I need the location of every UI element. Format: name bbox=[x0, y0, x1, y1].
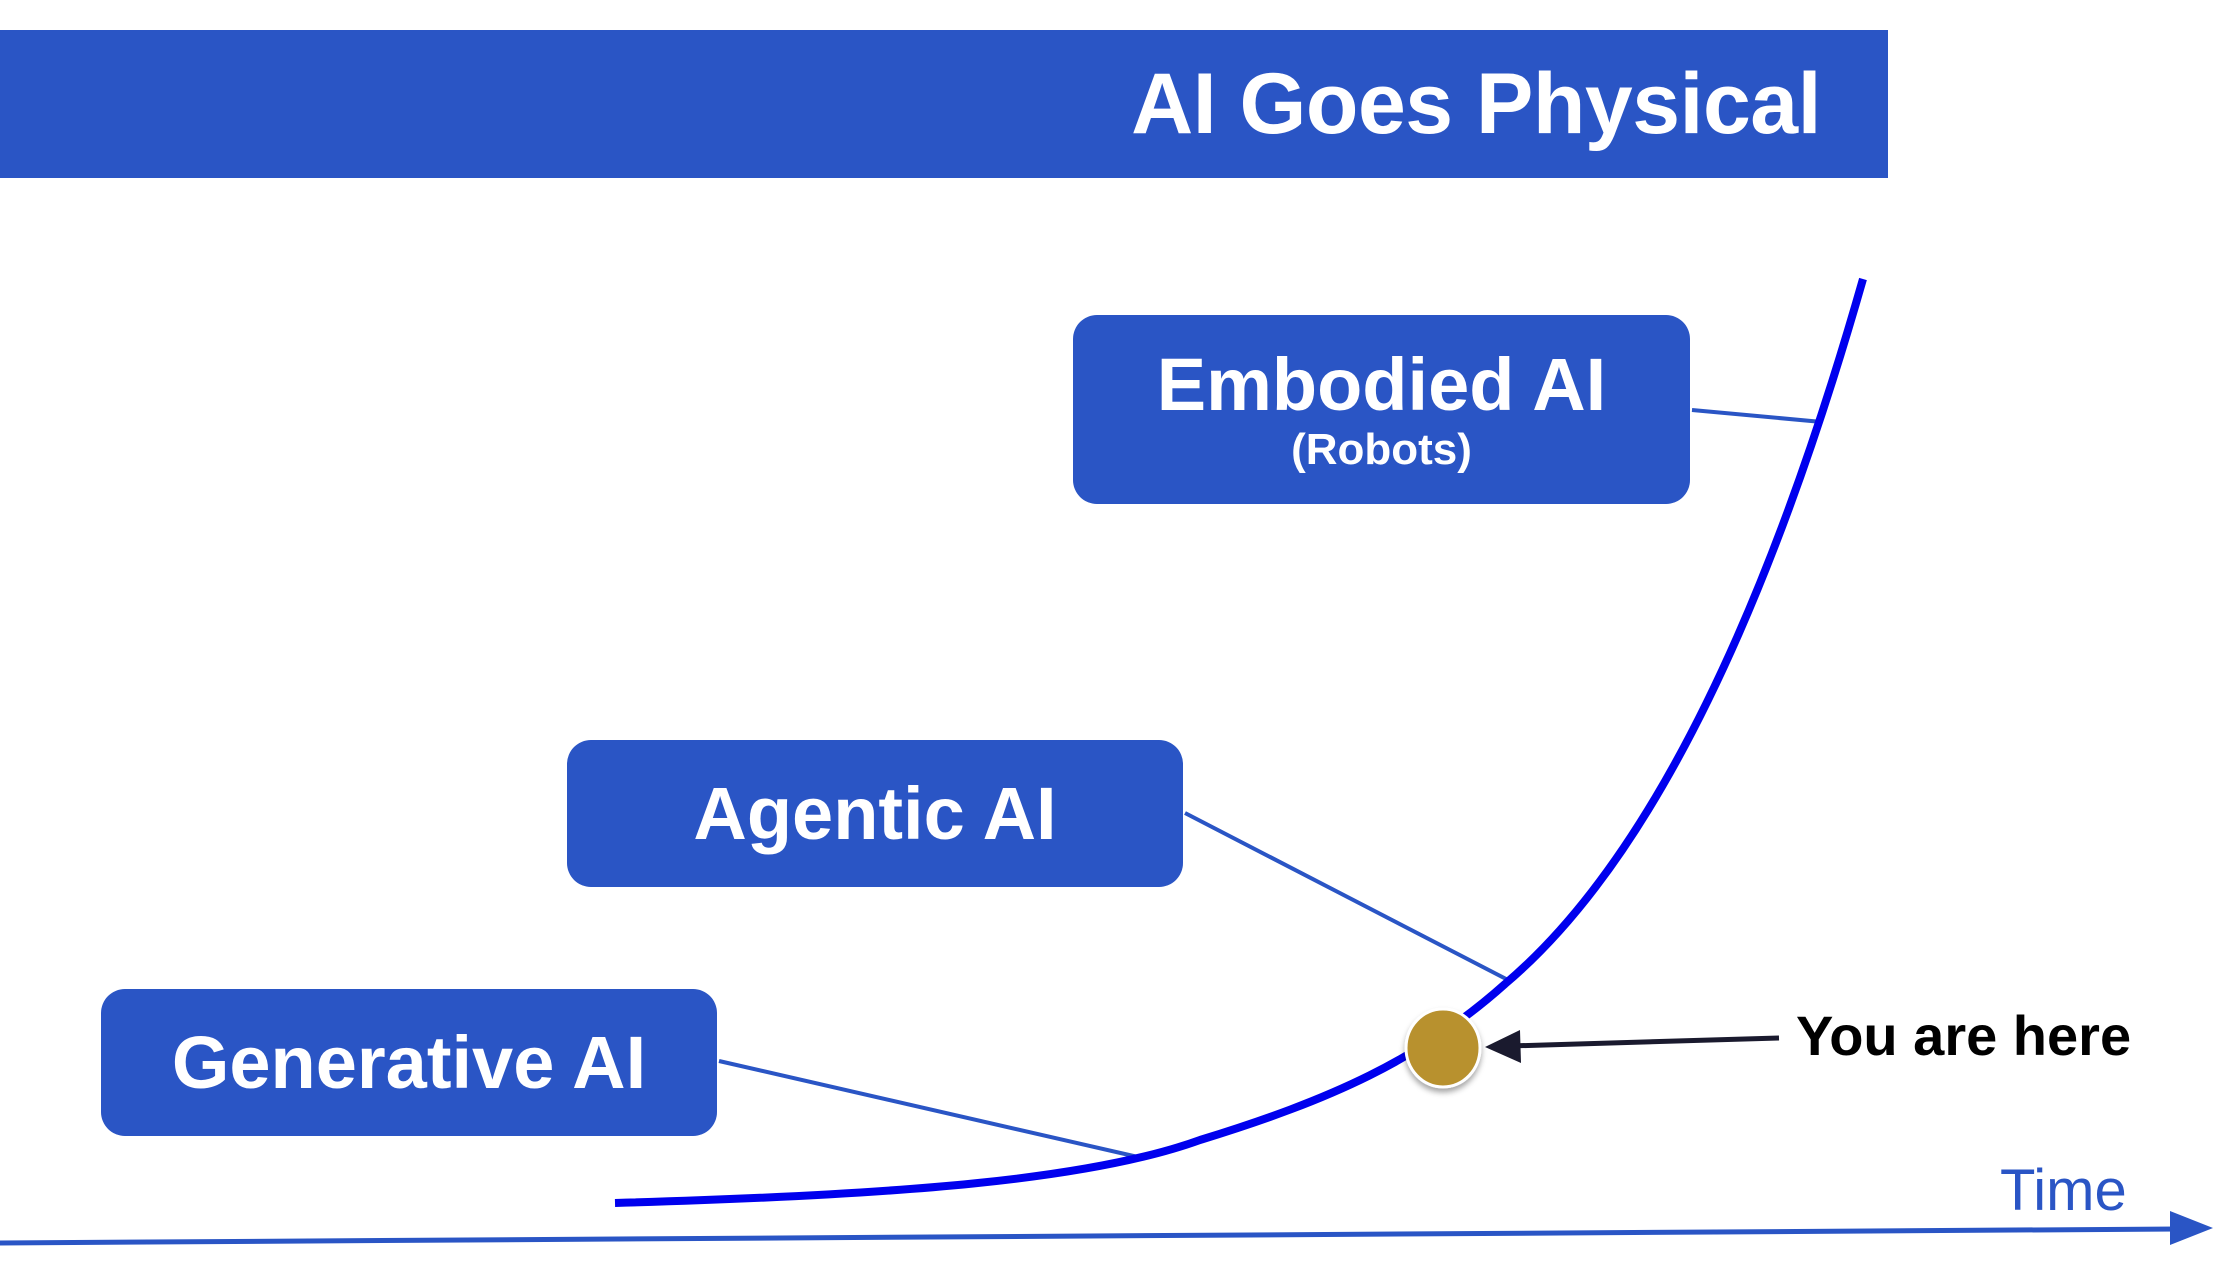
stage-agentic-ai: Agentic AI bbox=[567, 740, 1183, 887]
connector-embodied bbox=[1691, 408, 1823, 424]
connector-generative bbox=[718, 1059, 1139, 1159]
stage-generative-ai: Generative AI bbox=[101, 989, 717, 1136]
connector-agentic bbox=[1184, 811, 1511, 983]
stage-title: Generative AI bbox=[171, 1020, 647, 1104]
marker-arrowhead bbox=[1485, 1030, 1521, 1063]
current-position-dot bbox=[1404, 1007, 1482, 1089]
time-axis-arrowhead bbox=[2170, 1211, 2213, 1245]
marker-arrow bbox=[1509, 1035, 1780, 1049]
time-axis bbox=[0, 1226, 2179, 1246]
page-title: AI Goes Physical bbox=[1131, 56, 1821, 152]
stage-title: Embodied AI bbox=[1156, 342, 1607, 426]
stage-title: Agentic AI bbox=[693, 771, 1057, 855]
you-are-here-label: You are here bbox=[1796, 1004, 2132, 1067]
title-banner: AI Goes Physical bbox=[0, 30, 1888, 178]
growth-curve bbox=[614, 277, 1867, 1207]
stage-embodied-ai: Embodied AI (Robots) bbox=[1073, 315, 1690, 504]
stage-subtitle: (Robots) bbox=[1291, 424, 1472, 474]
time-axis-label: Time bbox=[2000, 1158, 2127, 1223]
